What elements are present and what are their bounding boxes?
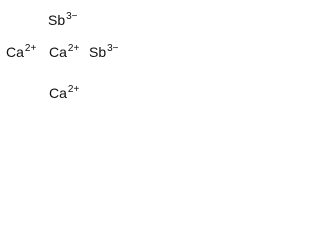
element-symbol: Sb <box>89 44 107 60</box>
antimonide-ion: Sb3− <box>89 43 119 63</box>
ion-charge: 2+ <box>67 43 80 54</box>
ion-charge: 2+ <box>24 43 37 54</box>
antimonide-ion: Sb3− <box>48 11 78 31</box>
calcium-ion: Ca2+ <box>6 43 37 63</box>
element-symbol: Ca <box>6 44 24 60</box>
ion-charge: 2+ <box>67 84 80 95</box>
ion-charge: 3− <box>66 11 78 22</box>
element-symbol: Ca <box>49 44 67 60</box>
element-symbol: Ca <box>49 85 67 101</box>
element-symbol: Sb <box>48 12 66 28</box>
ion-charge: 3− <box>107 43 119 54</box>
calcium-ion: Ca2+ <box>49 43 80 63</box>
calcium-ion: Ca2+ <box>49 84 80 104</box>
